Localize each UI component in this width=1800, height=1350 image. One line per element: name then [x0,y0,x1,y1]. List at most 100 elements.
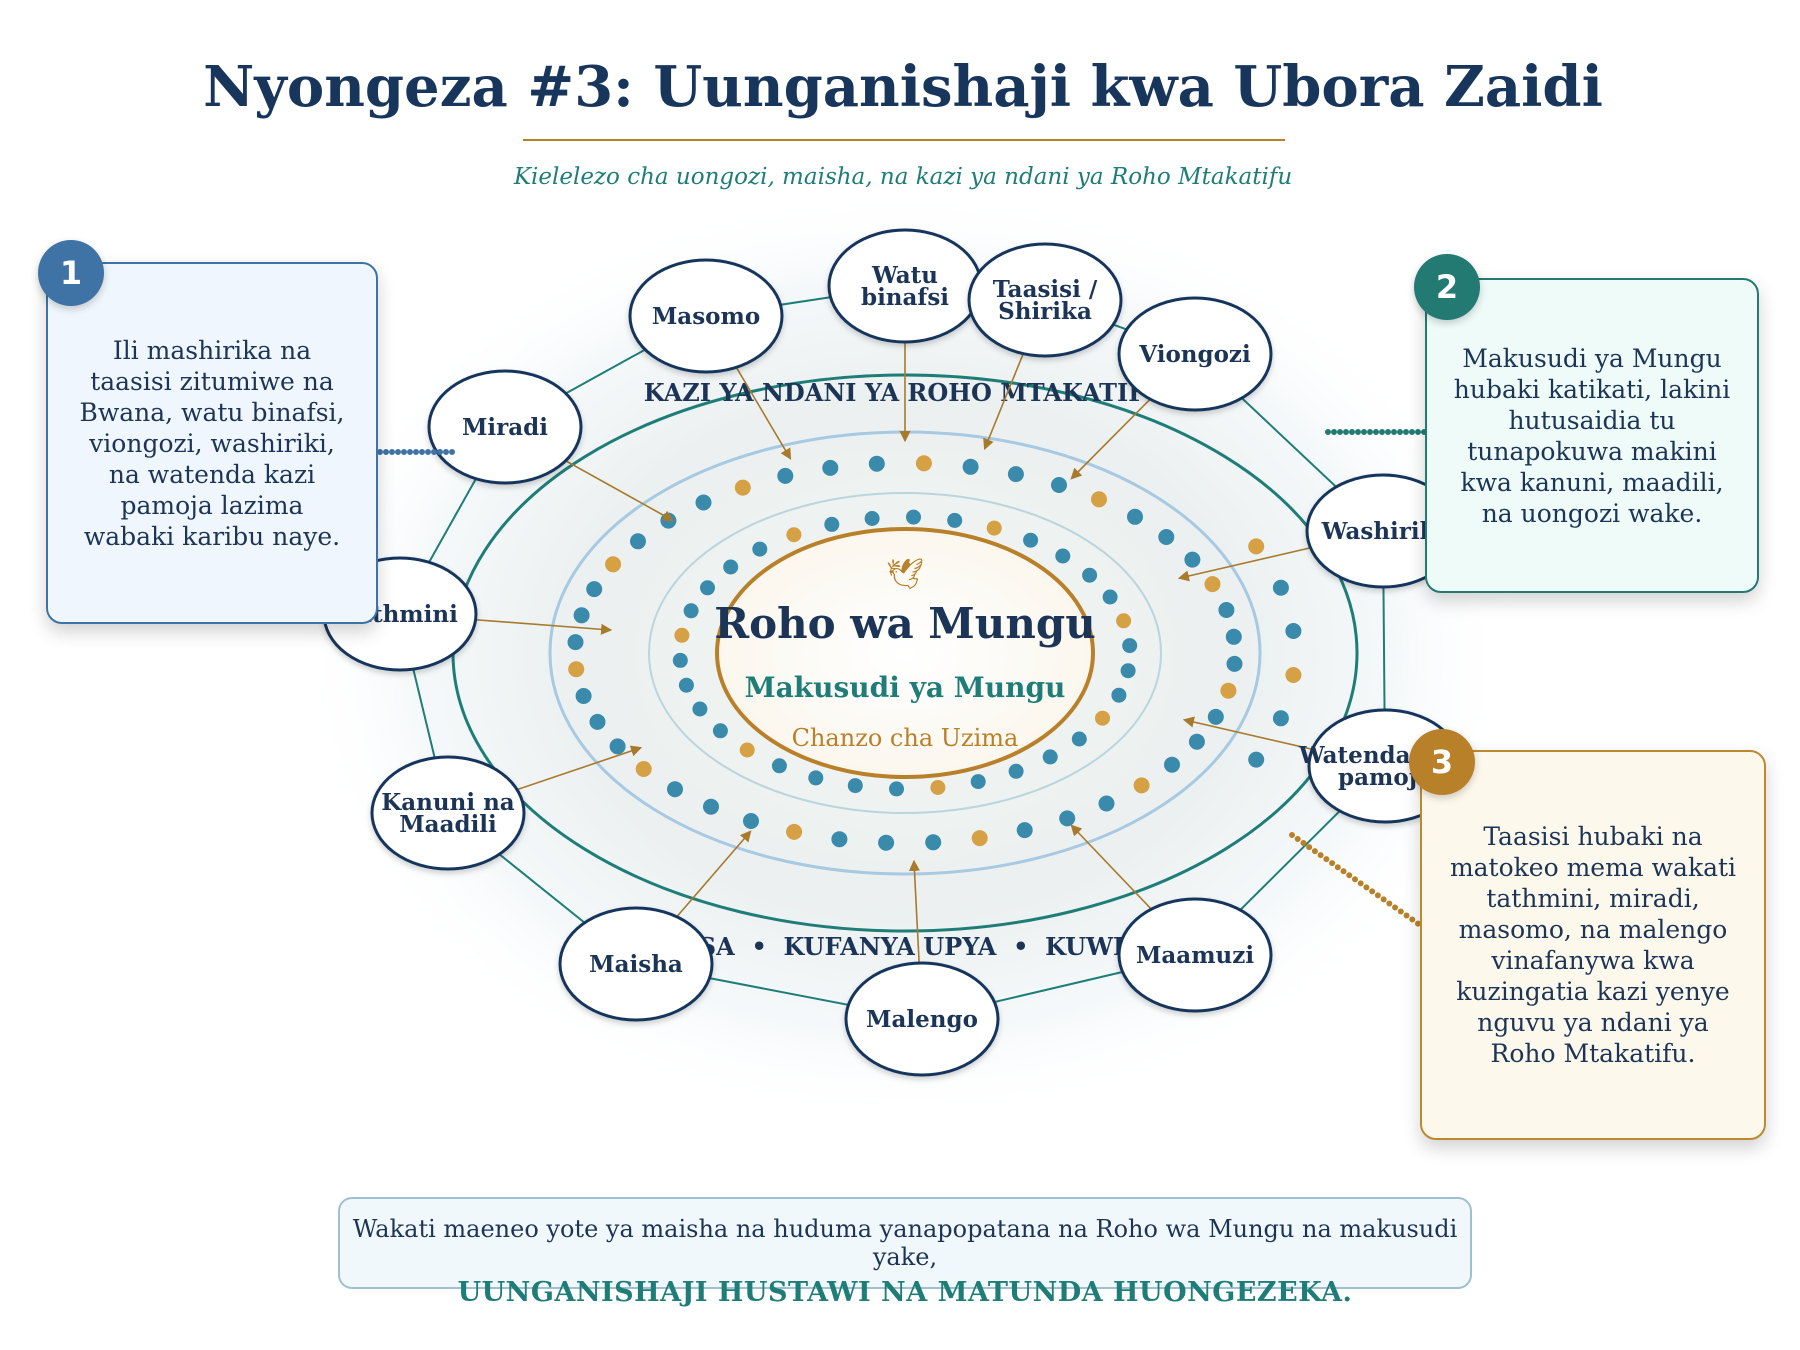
blue-dot [712,723,728,739]
blue-dot [864,511,880,526]
blue-dot [1122,638,1138,654]
inner-ring [648,492,1162,814]
blue-dot [703,798,719,815]
callout-1-text: Ili mashirika na taasisi zitumiwe na Bwa… [79,335,345,551]
blue-dot [1226,655,1243,672]
blue-dot [1127,508,1143,525]
gold-dot [1204,576,1221,593]
callout-3: Taasisi hubaki na matokeo mema wakati ta… [1420,750,1766,1140]
blue-dot [573,607,590,624]
gold-dot [568,661,585,678]
node-bubble [370,755,526,871]
blue-dot [1285,623,1302,639]
blue-dot [743,813,759,829]
callout-3-text: Taasisi hubaki na matokeo mema wakati ta… [1449,822,1737,1068]
node-label: binafsi [861,284,949,311]
blue-dot [752,541,768,557]
node-label: Taasisi / [993,276,1098,303]
blue-dot [1102,589,1118,605]
gold-dot [739,742,755,758]
gold-dot [1095,710,1110,726]
footer-summary: Wakati maeneo yote ya maisha na huduma y… [338,1197,1472,1308]
blue-dot [1042,749,1058,765]
blue-dot [925,834,942,851]
node-bubble [1117,296,1273,412]
blue-dot [1008,763,1024,779]
blue-dot [1071,731,1087,747]
node-maisha: Maisha [558,906,714,1022]
center-title: Roho wa Mungu [714,599,1096,648]
center-subtitle: Makusudi ya Mungu [745,671,1066,704]
blue-dot [777,467,794,484]
blue-dot [1218,602,1235,618]
gold-dot [971,830,988,847]
blue-dot [1272,710,1289,727]
node-label: Masomo [652,303,760,330]
gold-dot [786,823,803,840]
node-taasisi-shirika: Taasisi /Shirika [967,242,1123,358]
blue-dot [692,701,708,717]
node-label: Washiriki [1321,518,1445,545]
blue-dot [1164,756,1180,773]
center-caption: Chanzo cha Uzima [792,724,1019,752]
callout-1-badge: 1 [38,240,104,306]
blue-dot [1248,751,1265,768]
node-label: Malengo [866,1006,978,1033]
gold-dot [1116,613,1132,629]
blue-dot [667,781,683,798]
gold-dot [734,479,751,496]
footer-line-2: UUNGANISHAJI HUSTAWI NA MATUNDA HUONGEZE… [457,1277,1353,1308]
callout-2: Makusudi ya Mungu hubaki katikati, lakin… [1425,278,1759,593]
callout-2-text: Makusudi ya Mungu hubaki katikati, lakin… [1453,343,1731,528]
blue-dot [822,459,839,476]
gold-dot [786,527,802,543]
blue-dot [1184,551,1201,568]
gold-dot [930,780,946,795]
node-label: Maisha [589,951,683,978]
node-masomo: Masomo [628,258,784,374]
blue-dot [678,677,694,693]
blue-dot [1248,538,1265,555]
callout-1: Ili mashirika na taasisi zitumiwe na Bwa… [46,262,378,624]
footer-line-1: Wakati maeneo yote ya maisha na huduma y… [352,1215,1458,1271]
node-label: Shirika [998,298,1092,325]
blue-dot [1051,477,1067,493]
blue-dot [771,758,787,774]
blue-dot [1225,628,1242,645]
blue-dot [695,494,712,511]
node-label: Maadili [399,811,497,838]
node-miradi: Miradi [427,369,583,485]
dove-icon: 🕊 [886,557,924,592]
blue-dot [824,516,840,532]
blue-dot [906,509,921,525]
blue-dot [962,458,979,475]
blue-dot [723,559,739,575]
blue-dot [847,778,863,794]
blue-dot [1055,548,1071,564]
node-label: Viongozi [1138,341,1251,368]
blue-dot [831,831,848,848]
blue-dot [878,834,895,851]
node-label: Maamuzi [1136,942,1254,969]
blue-dot [1059,810,1076,827]
gold-dot [1133,777,1150,794]
blue-dot [1016,822,1033,839]
gold-dot [1220,682,1237,699]
node-label: Watu [871,262,938,289]
node-bubble [844,961,1000,1077]
blue-dot [868,455,885,472]
page-title: Nyongeza #3: Uunganishaji kwa Ubora Zaid… [203,54,1603,120]
blue-dot [947,512,963,528]
gold-dot [1091,491,1107,508]
blue-dot [1285,667,1302,683]
callout-3-badge: 3 [1409,729,1475,795]
blue-dot [567,634,584,651]
center-core [715,527,1095,779]
node-bubble [1117,897,1273,1013]
blue-dot [808,770,824,786]
blue-dot [1007,466,1024,483]
blue-dot [1111,687,1127,703]
